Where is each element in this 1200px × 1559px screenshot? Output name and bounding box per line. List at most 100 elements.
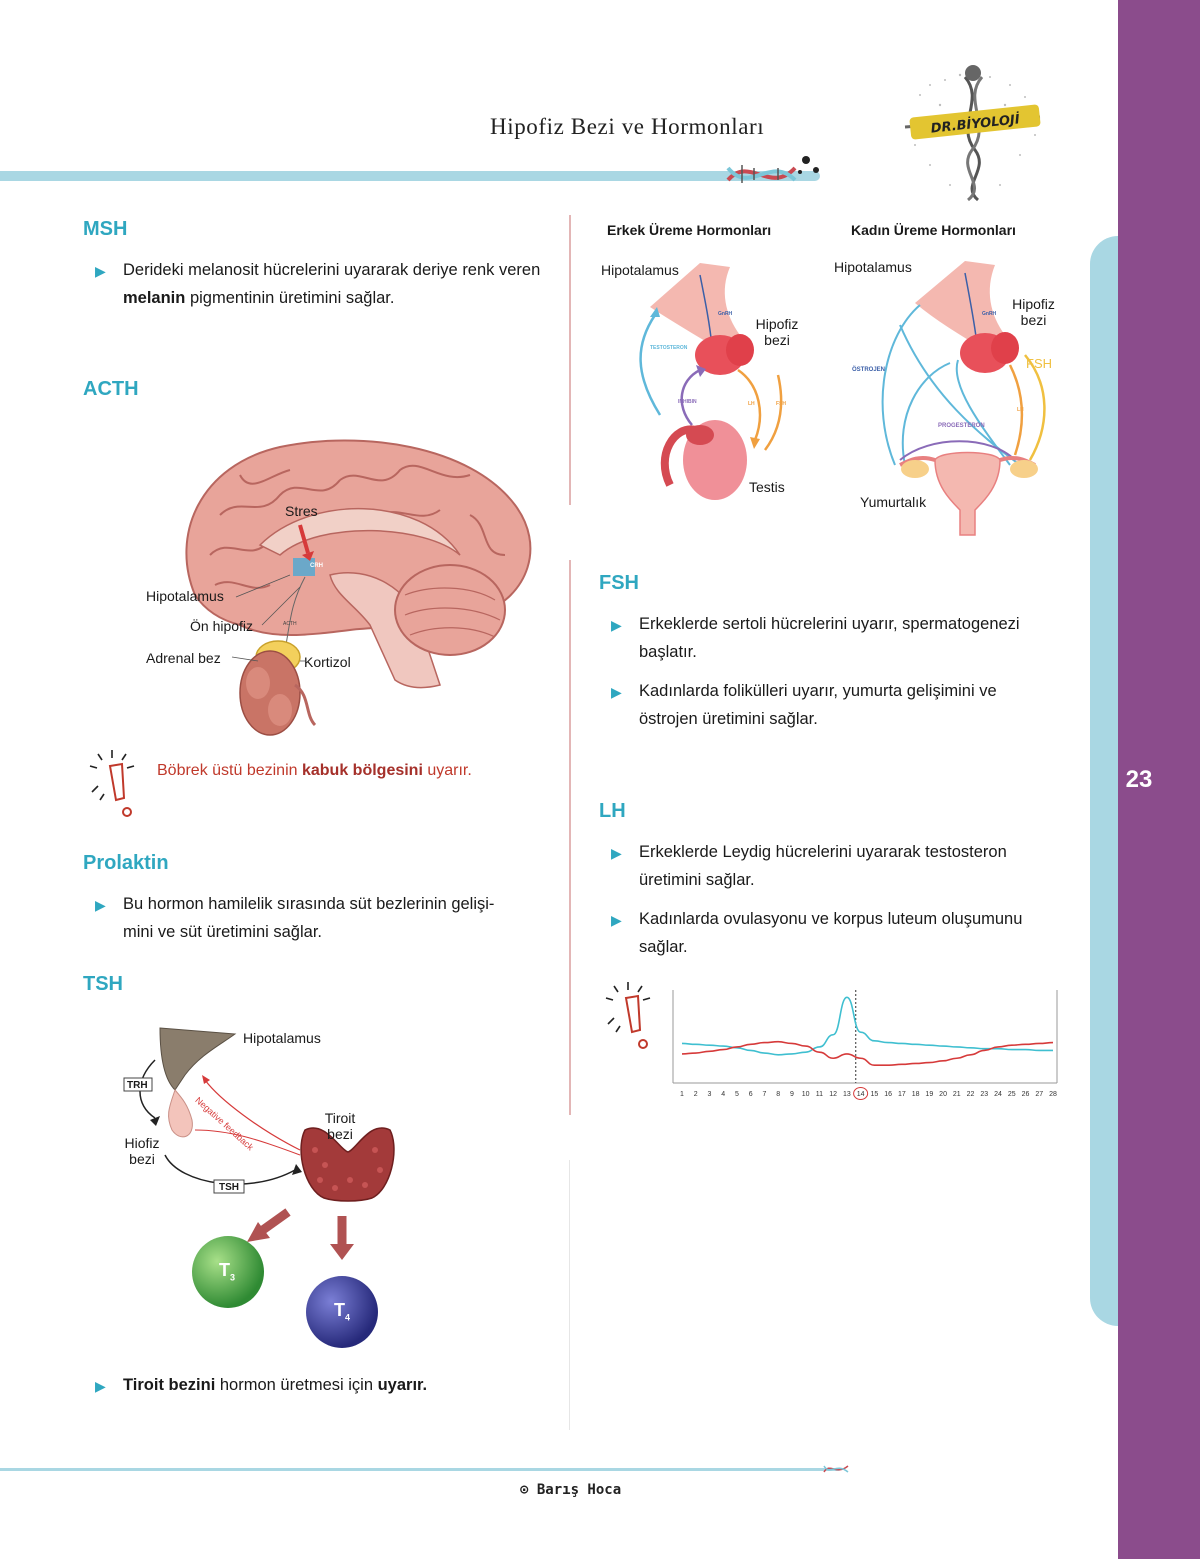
x-tick-label: 2 (694, 1091, 698, 1098)
male-title: Erkek Üreme Hormonları (607, 222, 772, 238)
column-divider (569, 1160, 570, 1430)
x-tick-label: 9 (790, 1091, 794, 1098)
header-bar (0, 171, 820, 181)
testis-label: Testis (749, 479, 785, 495)
acth-heading: ACTH (83, 378, 139, 400)
female-hormones-diagram: GnRH ÖSTROJEN PROGESTERON LH FSH (852, 261, 1052, 536)
tsh-heading: TSH (83, 973, 123, 995)
x-tick-label: 18 (912, 1091, 920, 1098)
column-divider (569, 560, 571, 1115)
brain-acth-illustration: CRH ACTH (185, 439, 532, 736)
svg-text:INHIBIN: INHIBIN (678, 399, 697, 405)
x-tick-label: 17 (898, 1091, 906, 1098)
svg-text:LH: LH (1017, 407, 1024, 413)
tsh-label: TSH (219, 1182, 239, 1193)
x-tick-label: 11 (816, 1091, 823, 1098)
bullet-icon: ▶ (611, 912, 622, 928)
x-tick-label: 20 (939, 1091, 947, 1098)
svg-text:TESTOSTERON: TESTOSTERON (650, 345, 688, 351)
lh-bullet-1: ▶ Erkeklerde Leydig hücrelerini uyararak… (611, 838, 1079, 894)
svg-text:CRH: CRH (310, 563, 323, 569)
fsh-heading: FSH (599, 572, 639, 594)
msh-heading: MSH (83, 218, 128, 240)
acth-warning-text: Böbrek üstü bezinin kabuk bölgesini uyar… (157, 762, 472, 779)
fsh-bullet-2: ▶ Kadınlarda folikülleri uyarır, yumurta… (611, 677, 1079, 733)
male-hipotalamus-label: Hipotalamus (601, 262, 679, 278)
t4-label: T4 (334, 1300, 351, 1323)
adrenal-label: Adrenal bez (146, 650, 221, 666)
bullet-icon: ▶ (95, 897, 106, 913)
bullet-icon: ▶ (611, 684, 622, 700)
dna-small-icon (823, 1465, 849, 1473)
svg-text:PROGESTERON: PROGESTERON (938, 423, 985, 429)
x-tick-label: 5 (735, 1091, 739, 1098)
x-tick-label: 28 (1049, 1091, 1057, 1098)
bullet-icon: ▶ (611, 617, 622, 633)
trh-label: TRH (127, 1080, 148, 1091)
prolaktin-heading: Prolaktin (83, 852, 169, 874)
bullet-icon: ▶ (95, 1378, 106, 1394)
dna-icon (726, 156, 819, 183)
svg-text:FSH: FSH (1026, 356, 1052, 371)
x-tick-label: 14 (857, 1091, 865, 1098)
stres-label: Stres (285, 503, 318, 519)
female-hipotalamus-label: Hipotalamus (834, 259, 912, 275)
female-title: Kadın Üreme Hormonları (851, 222, 1016, 238)
male-hormones-diagram: GnRH TESTOSTERON INHIBIN LH FSH (639, 263, 786, 500)
logo: DR.BİYOLOJİ (890, 55, 1060, 205)
x-tick-label: 4 (721, 1091, 725, 1098)
page-title: Hipofiz Bezi ve Hormonları (490, 114, 765, 139)
x-tick-label: 10 (802, 1091, 810, 1098)
tsh-hipotalamus-label: Hipotalamus (243, 1030, 321, 1046)
prolaktin-bullet: ▶ Bu hormon hamilelik sırasında süt bezl… (95, 890, 553, 946)
x-tick-label: 7 (762, 1091, 766, 1098)
x-tick-label: 25 (1008, 1091, 1016, 1098)
on-hipofiz-label: Ön hipofiz (190, 618, 254, 634)
kortizol-label: Kortizol (304, 654, 351, 670)
x-tick-label: 19 (925, 1091, 933, 1098)
svg-text:LH: LH (748, 401, 755, 407)
x-tick-label: 24 (994, 1091, 1002, 1098)
warning-icon (89, 750, 135, 817)
x-tick-label: 26 (1022, 1091, 1030, 1098)
bullet-icon: ▶ (95, 263, 106, 279)
lh-heading: LH (599, 800, 626, 822)
x-tick-label: 21 (953, 1091, 961, 1098)
tsh-bullet: ▶ Tiroit bezini hormon üretmesi için uya… (95, 1371, 553, 1399)
x-tick-label: 3 (708, 1091, 712, 1098)
x-tick-label: 13 (843, 1091, 851, 1098)
thyroid-tsh-illustration (123, 1027, 395, 1348)
bullet-icon: ▶ (611, 845, 622, 861)
svg-text:ÖSTROJEN: ÖSTROJEN (852, 366, 885, 373)
x-tick-label: 12 (829, 1091, 837, 1098)
highlight-circle (853, 1087, 869, 1100)
hipotalamus-label: Hipotalamus (146, 588, 224, 604)
x-tick-label: 6 (749, 1091, 753, 1098)
warning-icon (605, 982, 651, 1049)
page-number: 23 (1125, 766, 1153, 793)
x-tick-label: 15 (870, 1091, 878, 1098)
column-divider (569, 215, 571, 505)
x-tick-label: 16 (884, 1091, 892, 1098)
x-tick-label: 8 (776, 1091, 780, 1098)
x-tick-label: 23 (980, 1091, 988, 1098)
fsh-bullet-1: ▶ Erkeklerde sertoli hücrelerini uyarır,… (611, 610, 1079, 666)
x-tick-label: 22 (967, 1091, 975, 1098)
svg-text:GnRH: GnRH (982, 311, 997, 317)
x-tick-label: 27 (1035, 1091, 1043, 1098)
msh-bullet: ▶ Derideki melanosit hücrelerini uyarara… (95, 256, 543, 312)
yumurtalik-label: Yumurtalık (860, 494, 927, 510)
side-band (1118, 0, 1200, 1559)
footer-author: ⊙ Barış Hoca (520, 1482, 622, 1498)
series-line-2 (681, 1040, 1054, 1067)
footer-line (0, 1468, 840, 1471)
t3-label: T3 (219, 1260, 236, 1283)
svg-text:GnRH: GnRH (718, 311, 733, 317)
svg-text:ACTH: ACTH (283, 621, 297, 627)
x-tick-label: 1 (680, 1091, 684, 1098)
